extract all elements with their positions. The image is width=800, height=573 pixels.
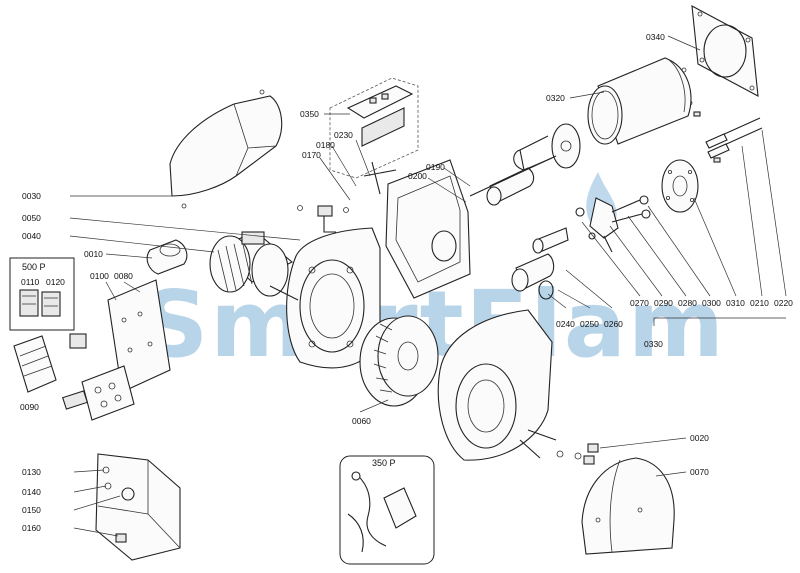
label-0030: 0030 [22,191,41,201]
part-0310-flame-disc [661,159,699,213]
label-0220: 0220 [774,298,793,308]
label-0250: 0250 [580,319,599,329]
label-0140: 0140 [22,487,41,497]
part-0100-0080-mounting-plate [61,279,171,421]
label-0150: 0150 [22,505,41,515]
label-0070: 0070 [690,467,709,477]
label-0260: 0260 [604,319,623,329]
label-0320: 0320 [546,93,565,103]
part-0090-terminal-block [13,335,57,393]
label-0230: 0230 [334,130,353,140]
part-0060-fan-impeller [359,315,439,407]
label-0120: 0120 [46,277,65,287]
label-0100: 0100 [90,271,109,281]
part-0010-capacitor [146,239,188,275]
group-box-350p: 350 P [339,455,435,565]
part-0240-0260-pump-components [511,227,569,300]
part-labels: 0340 0320 0350 0230 0180 0170 0190 0200 … [20,32,793,533]
label-0210: 0210 [750,298,769,308]
label-0190: 0190 [426,162,445,172]
label-0010: 0010 [84,249,103,259]
label-0110: 0110 [21,277,40,287]
label-0020: 0020 [690,433,709,443]
label-0080: 0080 [114,271,133,281]
label-0170: 0170 [302,150,321,160]
part-0030-top-cover [169,89,283,209]
label-0160: 0160 [22,523,41,533]
part-0130-0160-control-box [95,453,181,561]
group-box-500p-label: 500 P [22,262,46,272]
part-0320-blast-tube [587,57,692,145]
part-0020-screws [583,443,599,465]
group-box-350p-label: 350 P [372,458,396,468]
label-0130: 0130 [22,467,41,477]
label-0040: 0040 [22,231,41,241]
part-0190-0200-oil-line [469,155,557,206]
part-0050-fan-housing-left [286,227,381,369]
label-0330: 0330 [644,339,663,349]
part-0270-0300-nozzle-assembly [575,195,651,253]
label-0310: 0310 [726,298,745,308]
leader-lines [69,35,787,537]
part-central-housing [385,159,471,299]
label-0280: 0280 [678,298,697,308]
part-0170-0230-linkage [297,161,397,233]
label-0060: 0060 [352,416,371,426]
part-diffuser-head [513,123,581,171]
part-0340-flange-plate [681,5,759,106]
group-box-500p: 500 P [9,257,75,331]
part-0070-rear-cover [581,457,675,555]
label-0240: 0240 [556,319,575,329]
label-0290: 0290 [654,298,673,308]
label-0180: 0180 [316,140,335,150]
part-0040-motor [209,231,299,301]
part-350p-cable-kit [347,471,417,553]
label-0050: 0050 [22,213,41,223]
label-0350: 0350 [300,109,319,119]
label-0200: 0200 [408,171,427,181]
label-0270: 0270 [630,298,649,308]
part-0210-0220-electrodes [693,111,763,163]
part-0110-0120-relays [19,289,61,317]
label-0300: 0300 [702,298,721,308]
part-0350-control-board [329,77,419,179]
label-0090: 0090 [20,402,39,412]
part-fan-housing-right [437,309,582,461]
label-0340: 0340 [646,32,665,42]
